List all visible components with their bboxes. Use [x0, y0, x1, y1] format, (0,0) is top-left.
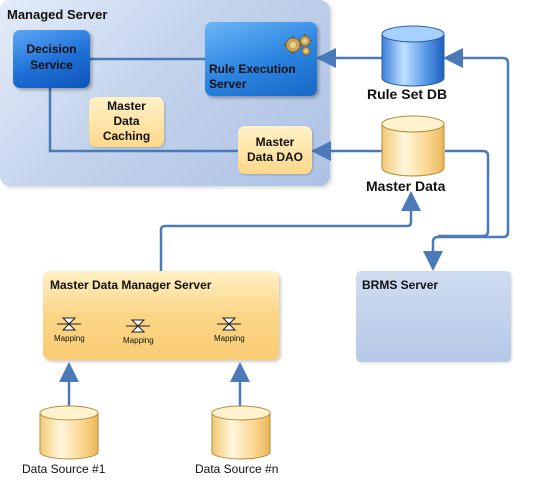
data-source-1-label: Data Source #1	[22, 462, 106, 476]
md-dao-line1: Master	[255, 135, 295, 149]
brms-ruleset-arrow	[423, 48, 510, 271]
rule-exec-line1: Rule Execution	[209, 62, 296, 76]
master-data-label: Master Data	[366, 178, 446, 194]
data-source-1-cylinder	[39, 405, 99, 460]
rule-set-db-cylinder	[381, 25, 445, 87]
mdm-to-masterdata-arrow	[159, 191, 421, 271]
data-source-n-cylinder	[211, 405, 271, 460]
rule-exec-line2: Server	[209, 77, 247, 91]
master-data-cylinder	[381, 115, 445, 177]
master-data-manager-server-title: Master Data Manager Server	[50, 278, 212, 292]
data-source-n-label: Data Source #n	[195, 462, 279, 476]
rule-execution-server: Rule Execution Server	[205, 22, 317, 96]
master-data-dao: Master Data DAO	[238, 126, 312, 174]
decision-to-dao-connector	[48, 88, 238, 153]
mapping-icon	[57, 317, 81, 331]
md-caching-line2: Data	[113, 114, 140, 128]
mapping-icon	[126, 319, 150, 333]
decision-service-line2: Service	[30, 58, 73, 72]
masterdata-brms-connector	[438, 149, 490, 238]
master-data-manager-server	[43, 271, 279, 360]
decision-service: Decision Service	[13, 30, 90, 88]
mapping-label: Mapping	[54, 334, 85, 343]
md-caching-line3: Caching	[102, 129, 151, 143]
managed-server-title: Managed Server	[7, 7, 108, 22]
mapping-icon	[217, 317, 241, 331]
md-caching-line1: Master	[107, 99, 146, 113]
brms-server-title: BRMS Server	[362, 278, 439, 292]
decision-service-line1: Decision	[26, 42, 77, 56]
brms-server	[356, 271, 511, 362]
master-data-caching: Master Data Caching	[89, 97, 164, 147]
mapping-label: Mapping	[214, 334, 245, 343]
md-dao-line2: Data DAO	[246, 150, 303, 164]
rule-set-db-label: Rule Set DB	[367, 86, 448, 102]
mapping-label: Mapping	[123, 336, 154, 345]
gears-icon	[284, 34, 312, 56]
